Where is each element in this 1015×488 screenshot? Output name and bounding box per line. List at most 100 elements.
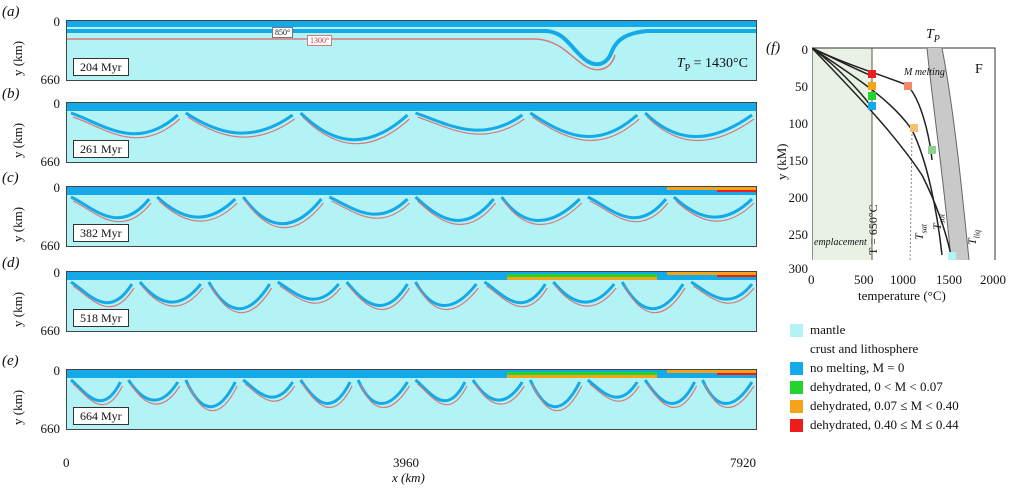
dehydrated-orange-band-2 xyxy=(507,277,657,280)
f-y-tick-200: 200 xyxy=(788,190,809,205)
panel-label: (a) xyxy=(2,4,20,20)
marker-orange xyxy=(868,82,876,90)
convection-cell-outline xyxy=(672,195,754,219)
isotherm-1300 xyxy=(67,38,616,71)
convection-isotherm xyxy=(675,200,755,222)
mantle-background xyxy=(67,103,756,162)
convection-cell-outline xyxy=(483,280,547,305)
convection-isotherm xyxy=(692,285,755,304)
melting-region xyxy=(927,48,970,270)
mantle-convection-field xyxy=(67,370,756,429)
f-y-axis-label: y (kM) xyxy=(774,143,789,180)
convection-isotherm xyxy=(210,285,273,314)
legend-no-melting: no melting, M = 0 xyxy=(790,360,904,376)
convection-isotherm xyxy=(244,383,296,402)
convection-isotherm xyxy=(417,200,497,225)
marker-mantle xyxy=(948,252,956,260)
legend-label-mantle: mantle xyxy=(810,322,846,337)
convection-isotherm xyxy=(302,116,410,145)
convection-isotherm xyxy=(704,383,755,409)
f-x-tick-0: 0 xyxy=(808,272,815,287)
marker-melt-green xyxy=(928,146,936,154)
legend-swatch-orange xyxy=(790,399,803,413)
dehydrated-orange-band xyxy=(667,370,756,373)
convection-isotherm xyxy=(187,383,238,412)
legend-crust: crust and lithosphere xyxy=(810,341,918,357)
surface-crust xyxy=(67,103,756,111)
convection-cell-outline xyxy=(471,379,524,402)
convection-isotherm xyxy=(158,200,238,222)
f-x-tick-1000: 1000 xyxy=(890,272,916,287)
legend-label-dehydrated-3: dehydrated, 0.40 ≤ M ≤ 0.44 xyxy=(810,417,959,432)
convection-isotherm xyxy=(72,116,181,139)
legend-mantle: mantle xyxy=(790,322,845,338)
dehydrated-green-band xyxy=(507,274,657,277)
convection-isotherm xyxy=(589,383,640,402)
convection-cell-outline xyxy=(643,379,696,405)
f-x-tick-500: 500 xyxy=(854,272,874,287)
f-y-tick-150: 150 xyxy=(788,153,809,168)
surface-crust xyxy=(67,187,756,195)
panel-label: (c) xyxy=(2,170,19,186)
y-tick-0: 0 xyxy=(53,265,61,280)
convection-isotherm xyxy=(141,285,204,307)
tliq-curve xyxy=(941,47,971,271)
age-label: 382 Myr xyxy=(73,224,129,242)
convection-isotherm xyxy=(531,383,583,412)
emplacement-label: emplacement xyxy=(814,237,867,248)
y-tick-0: 0 xyxy=(53,96,61,111)
f-y-tick-50: 50 xyxy=(795,79,808,94)
dehydrated-red-band xyxy=(717,275,756,277)
convection-cell-outline xyxy=(242,196,323,226)
model-panel: 664 Myr xyxy=(66,369,757,430)
model-panel: 518 Myr xyxy=(66,271,757,332)
convection-isotherm xyxy=(623,285,686,314)
tp-label: TP xyxy=(926,27,940,45)
convection-isotherm xyxy=(417,383,468,406)
x-tick-0: 0 xyxy=(63,455,70,470)
age-label: 204 Myr xyxy=(73,58,129,76)
slab-outline xyxy=(67,29,756,67)
legend-label-no-melting: no melting, M = 0 xyxy=(810,360,905,375)
marker-blue xyxy=(868,102,876,110)
y-tick-660: 660 xyxy=(40,238,61,253)
legend-dehydrated-2: dehydrated, 0.07 ≤ M < 0.40 xyxy=(790,398,959,414)
x-tick-7920: 7920 xyxy=(730,455,756,470)
y-axis-label: y (km) xyxy=(10,40,25,76)
convection-cell-outline xyxy=(414,378,467,403)
f-x-tick-2000: 2000 xyxy=(980,272,1006,287)
convection-cell-outline xyxy=(299,111,409,142)
marker-melt-red xyxy=(904,82,912,90)
mantle-convection-field xyxy=(67,103,756,162)
y-tick-0: 0 xyxy=(53,180,61,195)
convection-cell-outline xyxy=(500,196,581,222)
convection-isotherm xyxy=(503,200,583,226)
geotherm-4 xyxy=(811,47,953,261)
convection-isotherm xyxy=(554,285,617,307)
convection-cell-outline xyxy=(70,280,134,305)
f-y-tick-100: 100 xyxy=(788,116,809,131)
panel-label: (b) xyxy=(2,86,20,102)
marker-green xyxy=(868,92,876,100)
convection-cell-outline xyxy=(414,195,495,222)
convection-isotherm xyxy=(532,116,640,142)
convection-isotherm xyxy=(279,285,342,304)
model-panel: 382 Myr xyxy=(66,186,757,247)
convection-cell-outline xyxy=(586,378,639,399)
t650-label: T = 650°C xyxy=(866,204,880,255)
model-panel: 261 Myr xyxy=(66,102,757,163)
y-axis-label: y (km) xyxy=(10,122,25,158)
temperature-depth-chart xyxy=(811,47,996,271)
convection-cell-outline xyxy=(587,195,668,220)
mantle-convection-field xyxy=(67,272,756,331)
convection-isotherm xyxy=(72,200,152,223)
surface-crust xyxy=(67,370,756,378)
panel-label: (e) xyxy=(2,353,19,369)
age-label: 518 Myr xyxy=(73,309,129,327)
convection-cell-outline xyxy=(185,111,294,135)
y-axis-label: y (km) xyxy=(10,291,25,327)
dehydrated-orange-band-2 xyxy=(507,375,657,378)
convection-isotherm xyxy=(359,383,411,409)
dehydrated-orange-band xyxy=(667,187,756,190)
